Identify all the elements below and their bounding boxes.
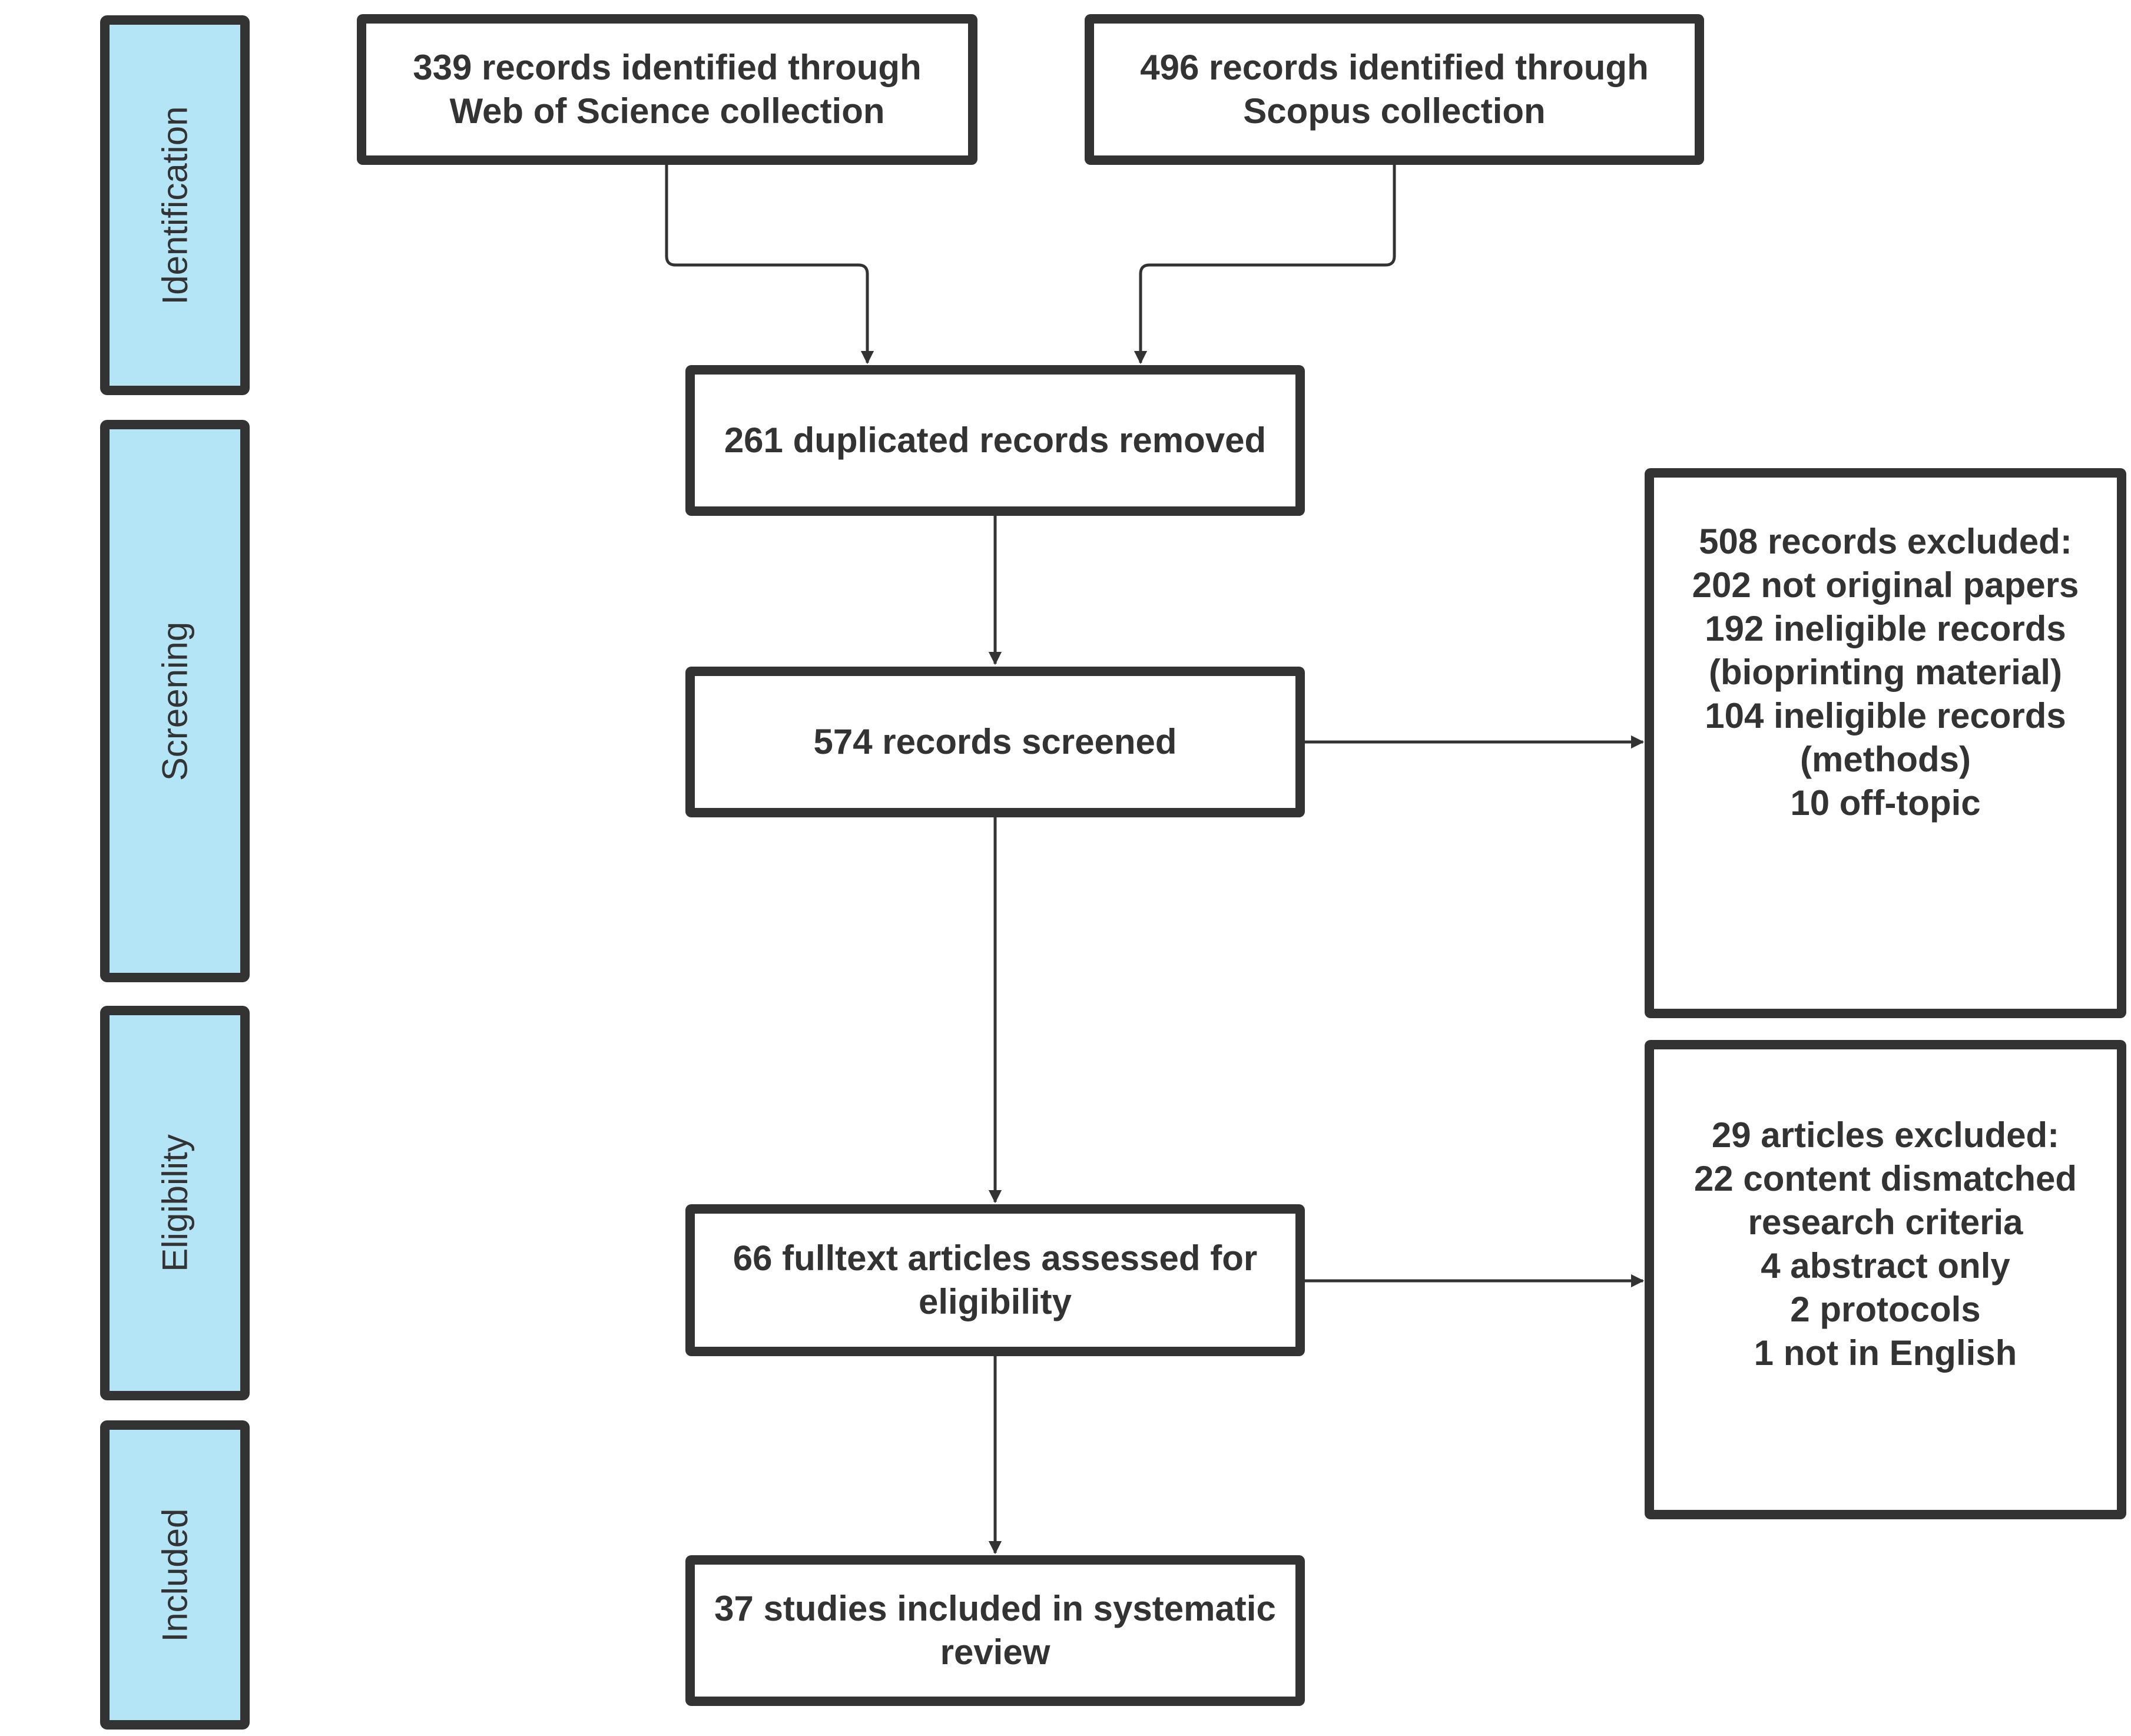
box-records-screened: 574 records screened: [685, 667, 1305, 817]
connector-wos-to-duplicates: [665, 164, 874, 365]
box-wos-records: 339 records identified through Web of Sc…: [357, 14, 977, 165]
connector-scopus-to-duplicates: [1134, 164, 1396, 365]
box-studies-included: 37 studies included in systematic review: [685, 1555, 1305, 1706]
stage-eligibility: Eligibility: [100, 1006, 250, 1400]
box-duplicates-removed-text: 261 duplicated records removed: [724, 420, 1267, 460]
box-articles-excluded: 29 articles excluded: 22 content dismatc…: [1645, 1040, 2126, 1519]
stage-included: Included: [100, 1420, 250, 1730]
box-scopus-records-text: 496 records identified through Scopus co…: [1140, 48, 1649, 131]
stage-identification: Identification: [100, 15, 250, 395]
box-fulltext-assessed: 66 fulltext articles assessed for eligib…: [685, 1204, 1305, 1356]
box-duplicates-removed: 261 duplicated records removed: [685, 365, 1305, 516]
stage-screening: Screening: [100, 420, 250, 982]
box-records-excluded-text: 508 records excluded: 202 not original p…: [1692, 522, 2079, 823]
box-scopus-records: 496 records identified through Scopus co…: [1085, 14, 1704, 165]
box-records-excluded: 508 records excluded: 202 not original p…: [1645, 468, 2126, 1018]
box-fulltext-assessed-text: 66 fulltext articles assessed for eligib…: [733, 1238, 1258, 1321]
box-articles-excluded-text: 29 articles excluded: 22 content dismatc…: [1693, 1115, 2077, 1373]
box-studies-included-text: 37 studies included in systematic review: [714, 1589, 1276, 1672]
box-records-screened-text: 574 records screened: [813, 722, 1177, 761]
box-wos-records-text: 339 records identified through Web of Sc…: [413, 48, 922, 131]
